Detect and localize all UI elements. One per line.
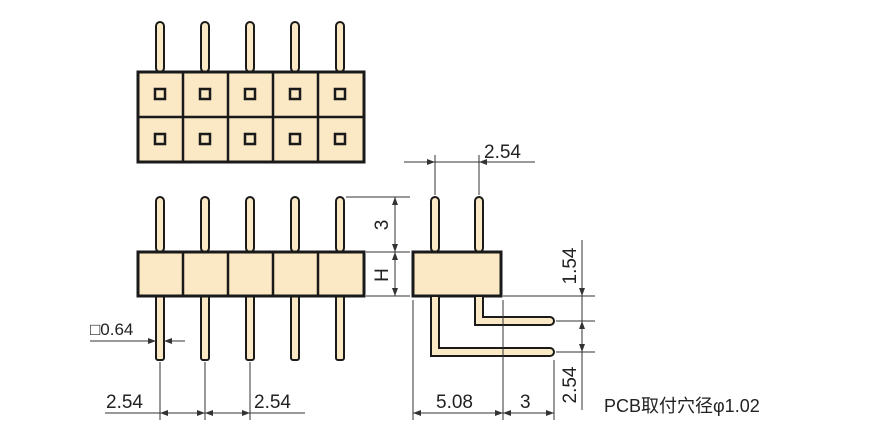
hole-6 bbox=[153, 132, 167, 146]
dim-tail-length: 3 bbox=[520, 392, 531, 413]
top-pin-1 bbox=[155, 21, 165, 73]
hole-5 bbox=[333, 87, 347, 101]
front-view-pins-lower bbox=[155, 293, 345, 361]
dim-pin-square: □0.64 bbox=[90, 320, 133, 339]
top-view-holes bbox=[153, 87, 347, 146]
bent-pin-short bbox=[474, 295, 555, 326]
top-pin-3 bbox=[245, 21, 255, 73]
top-view bbox=[136, 21, 366, 164]
top-pin-4 bbox=[290, 21, 300, 73]
side-pin-upper-1 bbox=[430, 196, 440, 253]
side-view bbox=[411, 196, 555, 357]
dim-offset-bottom: 2.54 bbox=[560, 366, 581, 403]
front-view bbox=[136, 196, 366, 361]
dimension-labels: 2.54 3 H 1.54 2.54 □0.64 2.54 2.54 5.08 … bbox=[90, 142, 760, 416]
side-pin-upper-2 bbox=[474, 196, 484, 253]
dim-pitch-left: 2.54 bbox=[106, 392, 143, 413]
top-view-cells bbox=[138, 72, 364, 162]
hole-8 bbox=[243, 132, 257, 146]
hole-9 bbox=[288, 132, 302, 146]
side-view-body bbox=[411, 250, 503, 298]
top-pin-5 bbox=[335, 21, 345, 73]
hole-1 bbox=[153, 87, 167, 101]
hole-4 bbox=[288, 87, 302, 101]
front-view-body bbox=[136, 250, 366, 298]
hole-10 bbox=[333, 132, 347, 146]
pcb-hole-note: PCB取付穴径φ1.02 bbox=[604, 396, 760, 416]
hole-2 bbox=[198, 87, 212, 101]
dim-body-height: H bbox=[372, 268, 393, 282]
top-view-pins bbox=[155, 21, 345, 73]
dim-pin-length: 3 bbox=[372, 220, 393, 231]
hole-3 bbox=[243, 87, 257, 101]
hole-7 bbox=[198, 132, 212, 146]
dim-pitch-mid: 2.54 bbox=[254, 392, 291, 413]
top-pin-2 bbox=[200, 21, 210, 73]
dim-pitch-top: 2.54 bbox=[484, 142, 521, 163]
dimension-lines bbox=[90, 155, 595, 420]
dim-offset-side: 1.54 bbox=[560, 247, 581, 284]
front-view-pins-upper bbox=[155, 196, 345, 253]
dim-bend-length: 5.08 bbox=[436, 392, 473, 413]
bent-pin-long bbox=[430, 295, 555, 357]
